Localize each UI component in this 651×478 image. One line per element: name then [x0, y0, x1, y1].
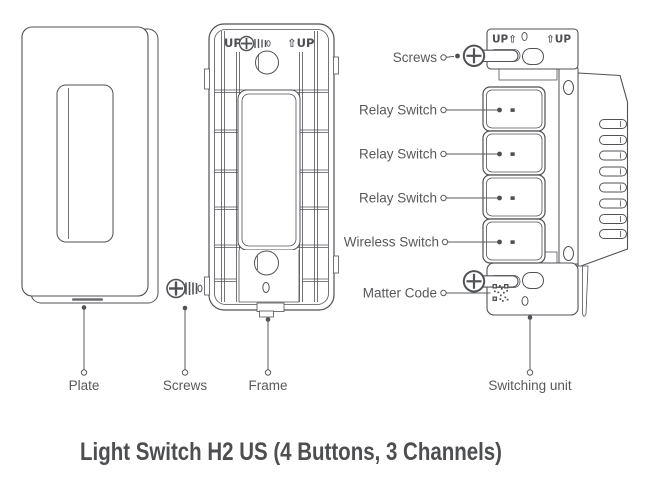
matter-qr-code	[492, 284, 509, 302]
relay-button-2	[482, 130, 546, 176]
callout-matter-code-label: Matter Code	[363, 286, 437, 301]
relay-button-3	[482, 174, 546, 220]
unit-strap-rail	[558, 67, 579, 265]
callout-relay-switch-2: Relay Switch	[359, 147, 502, 162]
callout-plate: Plate	[69, 305, 100, 393]
unit-up-left-marking: UP⇧	[492, 34, 517, 46]
frame-illustration: UP ⇧UP	[204, 23, 339, 318]
plate-illustration	[21, 26, 159, 304]
callout-relay-switch-1: Relay Switch	[359, 103, 502, 118]
callout-relay-switch-1-label: Relay Switch	[359, 103, 437, 118]
callout-screws-label: Screws	[393, 50, 438, 65]
relay-button-1	[482, 86, 546, 132]
plate-label: Plate	[69, 378, 100, 393]
plate-bottom-notch	[72, 298, 103, 301]
callout-relay-switch-2-label: Relay Switch	[359, 147, 437, 162]
frame-label: Frame	[248, 378, 287, 393]
callout-wireless-switch-label: Wireless Switch	[344, 235, 439, 250]
wireless-button	[482, 218, 546, 264]
unit-top-screw-icon	[462, 44, 521, 67]
switching-unit-illustration: UP⇧ ⇧UP	[462, 28, 629, 317]
page-title: Light Switch H2 US (4 Buttons, 3 Channel…	[80, 438, 502, 466]
callout-screws: Screws	[393, 50, 460, 65]
screws-icon	[166, 278, 203, 299]
vent-slots	[599, 119, 627, 239]
callout-matter-code: Matter Code	[363, 286, 491, 301]
switching-unit-label: Switching unit	[488, 378, 572, 393]
frame-up-left-marking: UP	[224, 36, 242, 50]
callout-relay-switch-3-label: Relay Switch	[359, 191, 437, 206]
unit-up-right-marking: ⇧UP	[546, 34, 571, 46]
callout-wireless-switch: Wireless Switch	[344, 235, 502, 250]
callout-screws-bottom: Screws	[163, 305, 208, 393]
frame-bottom-tab	[256, 302, 285, 318]
frame-screw-glyph-icon	[238, 35, 271, 52]
frame-up-right-marking: ⇧UP	[287, 36, 314, 50]
callout-switching-unit: Switching unit	[488, 315, 572, 393]
callout-frame: Frame	[248, 317, 288, 393]
callout-relay-switch-3: Relay Switch	[359, 191, 502, 206]
screws-label: Screws	[163, 378, 208, 393]
frame-latch-tabs	[204, 56, 339, 296]
